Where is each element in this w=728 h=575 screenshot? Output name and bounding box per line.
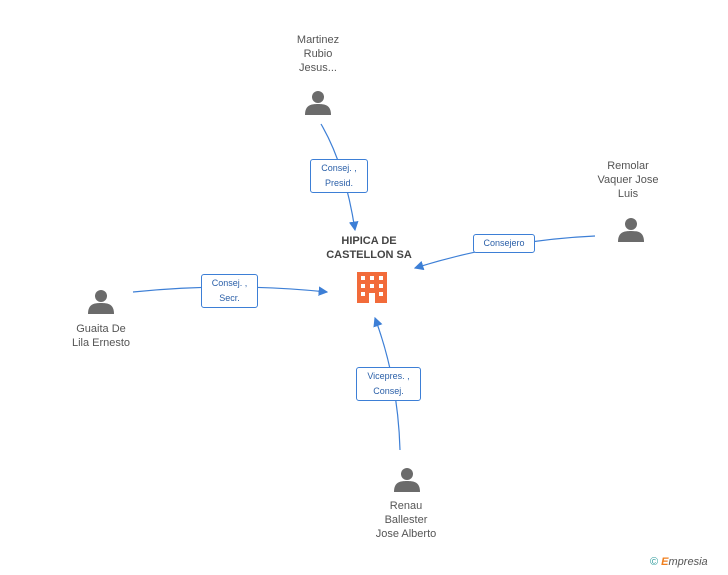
person-name-line: Luis <box>617 188 639 200</box>
person-name-line: Ballester <box>384 514 428 526</box>
person-icon[interactable] <box>618 218 644 242</box>
person-label-guaita[interactable]: Guaita De Lila Ernesto <box>51 322 151 350</box>
role-box-guaita[interactable]: Consej. , Secr. <box>201 274 258 308</box>
brand-logo-initial: E <box>661 556 669 568</box>
role-line: Consej. , <box>211 278 248 288</box>
role-line: Secr. <box>219 293 240 303</box>
role-line: Vicepres. , <box>367 371 410 381</box>
footer-brand: © Empresia <box>650 556 708 568</box>
person-label-remolar[interactable]: Remolar Vaquer Jose Luis <box>580 159 676 201</box>
person-icon[interactable] <box>394 468 420 492</box>
person-name-line: Vaquer Jose <box>597 174 659 186</box>
person-name-line: Remolar <box>607 160 649 172</box>
company-name-line: CASTELLON SA <box>326 249 412 261</box>
person-icon[interactable] <box>305 91 331 115</box>
person-name-line: Jose Alberto <box>375 528 437 540</box>
person-label-renau[interactable]: Renau Ballester Jose Alberto <box>356 499 456 541</box>
role-box-renau[interactable]: Vicepres. , Consej. <box>356 367 421 401</box>
role-box-martinez[interactable]: Consej. , Presid. <box>310 159 368 193</box>
company-name-line: HIPICA DE <box>341 235 397 247</box>
person-label-martinez[interactable]: Martinez Rubio Jesus... <box>270 33 366 75</box>
person-name-line: Jesus... <box>299 62 337 74</box>
person-name-line: Martinez <box>296 34 340 46</box>
person-name-line: Renau <box>389 500 423 512</box>
role-line: Presid. <box>324 178 353 188</box>
brand-logo-text: mpresia <box>668 556 708 568</box>
person-name-line: Rubio <box>303 48 333 60</box>
role-line: Consej. <box>373 386 404 396</box>
person-icon[interactable] <box>88 290 114 314</box>
building-icon[interactable] <box>357 272 387 303</box>
person-name-line: Guaita De <box>76 323 126 335</box>
role-line: Consej. , <box>321 163 357 173</box>
copyright-symbol: © <box>650 556 659 568</box>
person-name-line: Lila Ernesto <box>71 337 131 349</box>
role-line: Consejero <box>483 238 525 248</box>
company-name[interactable]: HIPICA DE CASTELLON SA <box>318 234 420 262</box>
role-box-remolar[interactable]: Consejero <box>473 234 535 253</box>
